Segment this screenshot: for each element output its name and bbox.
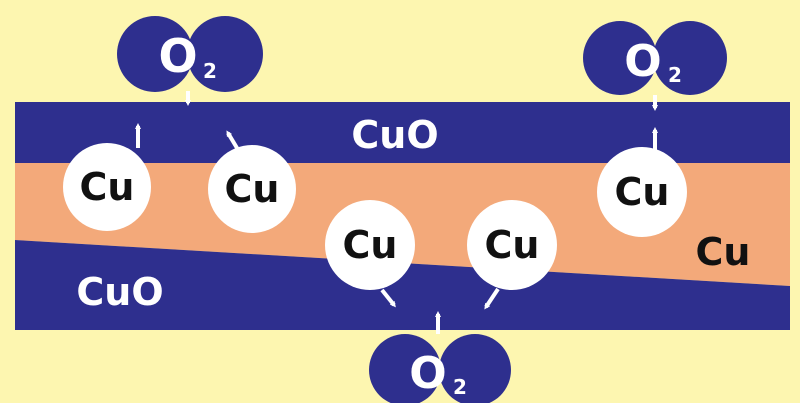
cu-atom: Cu xyxy=(63,143,151,231)
arrow-icon xyxy=(484,287,500,310)
o2-molecule-icon: O 2 xyxy=(583,21,727,95)
arrow-icon xyxy=(226,130,242,155)
o2-molecule-icon: O 2 xyxy=(369,334,511,403)
arrow-icon xyxy=(380,288,396,308)
bottom-oxide-layer xyxy=(15,240,790,330)
svg-text:O: O xyxy=(158,29,197,83)
svg-text:Cu: Cu xyxy=(485,223,540,267)
svg-text:2: 2 xyxy=(668,63,682,87)
svg-text:O: O xyxy=(409,348,446,399)
cu-atom: Cu xyxy=(208,145,296,233)
svg-text:Cu: Cu xyxy=(80,165,135,209)
svg-text:2: 2 xyxy=(453,375,467,399)
cu-atom: Cu xyxy=(467,200,557,290)
svg-text:O: O xyxy=(624,36,661,87)
svg-text:Cu: Cu xyxy=(343,223,398,267)
svg-text:Cu: Cu xyxy=(225,167,280,211)
top-oxide-layer xyxy=(15,102,790,163)
cu-atom: Cu xyxy=(597,147,687,237)
metal-layer-label: Cu xyxy=(696,230,751,274)
oxide-bottom-label: CuO xyxy=(76,270,163,314)
cu-atom: Cu xyxy=(325,200,415,290)
oxide-top-label: CuO xyxy=(351,113,438,157)
svg-text:Cu: Cu xyxy=(615,170,670,214)
svg-text:2: 2 xyxy=(203,59,217,83)
o2-molecule-icon: O 2 xyxy=(117,16,263,92)
